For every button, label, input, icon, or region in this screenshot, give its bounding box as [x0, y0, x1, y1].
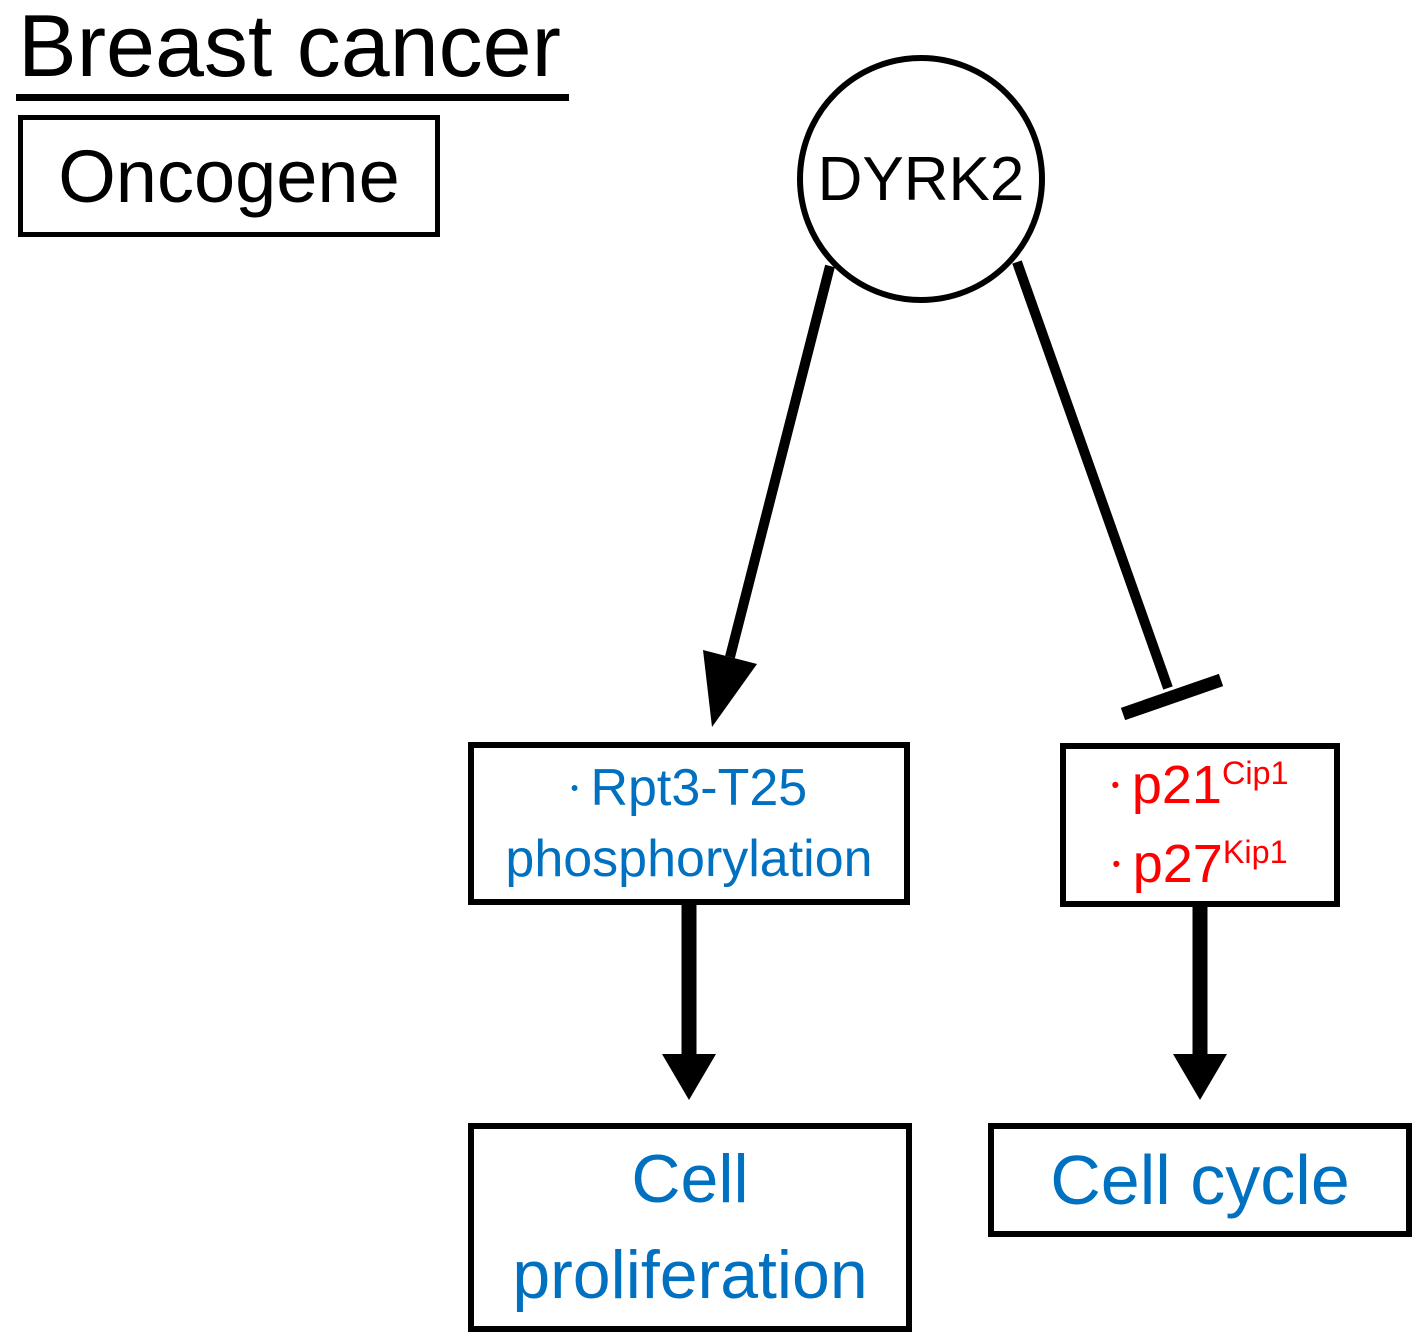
- activation-edge-left: [725, 264, 835, 659]
- oncogene-box: Oncogene: [18, 115, 440, 237]
- bullet-icon: •: [1111, 771, 1120, 798]
- inhibitors-box: • p21Cip1 • p27Kip1: [1060, 743, 1340, 907]
- down-arrowhead-icon-left: [662, 1054, 716, 1100]
- bullet-icon: •: [570, 775, 579, 801]
- inhibitor-item-p21: • p21Cip1: [1111, 753, 1288, 818]
- inhibitor-sup: Kip1: [1222, 834, 1288, 870]
- inhibitor-item-p27: • p27Kip1: [1112, 832, 1287, 897]
- diagram-title: Breast cancer: [16, 2, 569, 101]
- dyrk2-node: DYRK2: [797, 55, 1045, 303]
- substrate-name: Rpt3-T25: [590, 759, 808, 818]
- substrate-line-1: • Rpt3-T25: [571, 753, 807, 823]
- bullet-icon: •: [1112, 850, 1121, 877]
- oncogene-label: Oncogene: [58, 134, 400, 218]
- inhibitor-base: p21: [1131, 755, 1222, 816]
- dyrk2-label: DYRK2: [817, 144, 1025, 214]
- inhibitor-sup: Cip1: [1221, 755, 1289, 792]
- inhibitor-base: p27: [1132, 834, 1223, 894]
- inhibition-edge-right: [1012, 260, 1173, 690]
- cell-cycle-box: Cell cycle: [988, 1123, 1412, 1237]
- substrate-line-2: phosphorylation: [505, 829, 873, 888]
- outcome-left-line-1: Cell: [631, 1141, 749, 1218]
- arrowhead-icon-left: [703, 650, 757, 727]
- down-arrowhead-icon-right: [1173, 1054, 1227, 1100]
- cell-proliferation-box: Cell proliferation: [468, 1123, 912, 1332]
- cell-cycle-label: Cell cycle: [1050, 1141, 1350, 1219]
- outcome-left-line-2: proliferation: [512, 1236, 868, 1313]
- inhibition-bar-icon: [1120, 673, 1224, 721]
- substrate-box: • Rpt3-T25 phosphorylation: [468, 742, 910, 905]
